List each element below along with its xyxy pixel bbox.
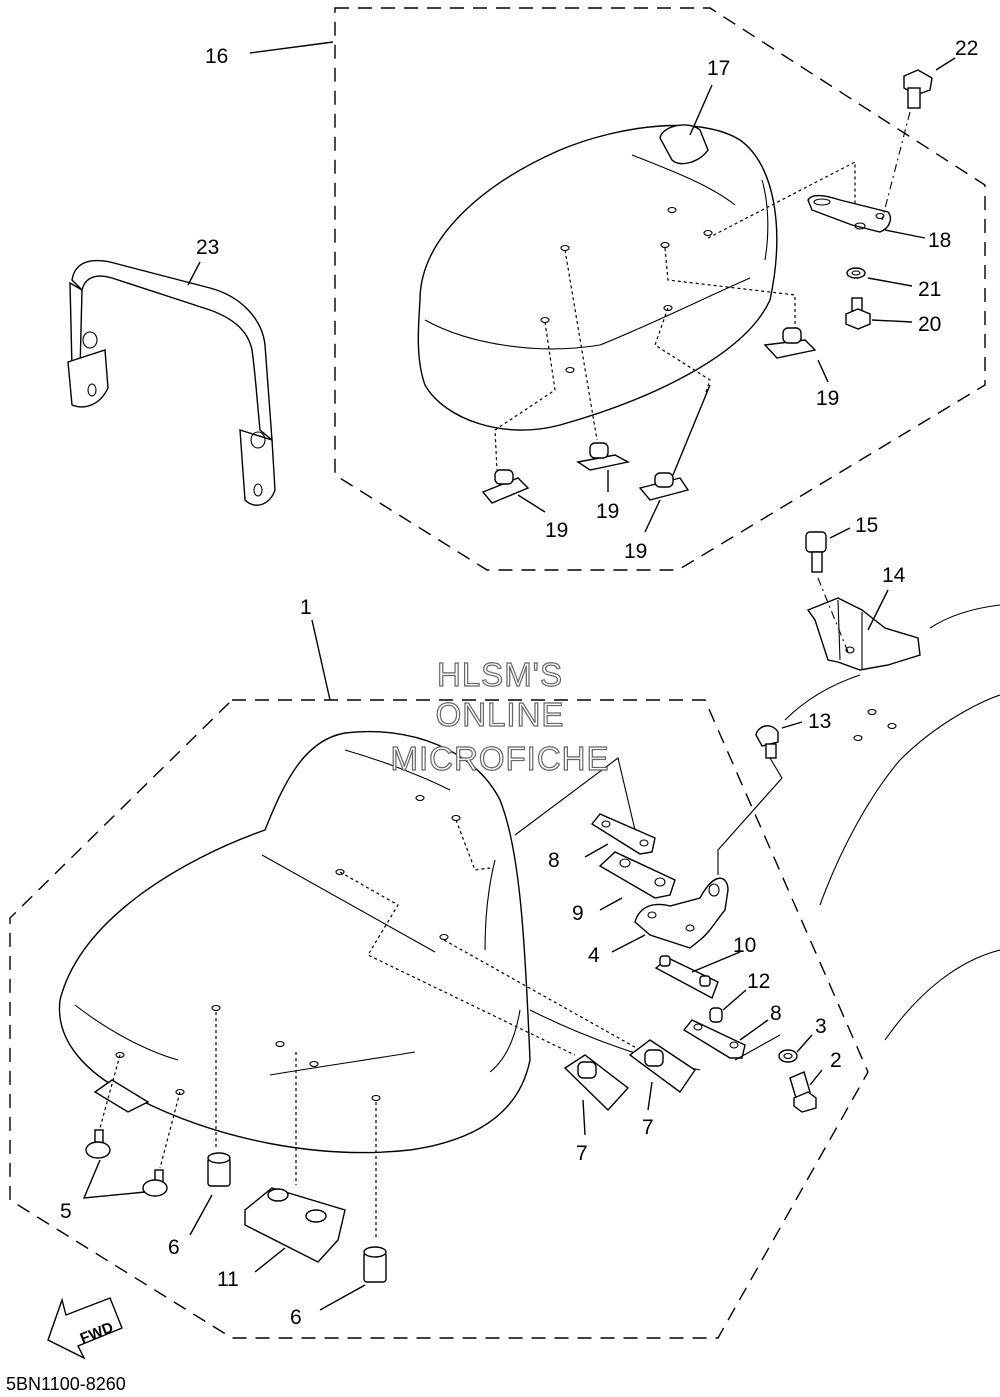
washer-3 bbox=[778, 1049, 798, 1063]
fwd-arrow-icon: FWD bbox=[47, 1297, 123, 1360]
bolt-2 bbox=[789, 1071, 817, 1113]
callout-15: 15 bbox=[855, 514, 878, 537]
callout-6-a: 6 bbox=[168, 1236, 180, 1259]
callout-18: 18 bbox=[928, 229, 951, 252]
callout-7-b: 7 bbox=[642, 1116, 654, 1139]
callout-10: 10 bbox=[733, 934, 756, 957]
assembly-16-boundary bbox=[334, 7, 986, 571]
assembly-1-boundary bbox=[9, 699, 869, 1339]
diagram-code: 5BN1100-8260 bbox=[6, 1374, 126, 1394]
watermark-line-3: MICROFICHE bbox=[391, 740, 610, 777]
damper-7-a bbox=[563, 1054, 630, 1112]
passenger-seat bbox=[417, 124, 778, 431]
callout-3: 3 bbox=[815, 1015, 827, 1038]
callout-14: 14 bbox=[882, 564, 906, 587]
callout-12: 12 bbox=[747, 970, 770, 993]
part-10 bbox=[654, 955, 719, 999]
callout-20: 20 bbox=[918, 313, 941, 336]
bolt-15 bbox=[805, 531, 827, 573]
part-12 bbox=[709, 1007, 723, 1023]
callout-8-lower: 8 bbox=[770, 1002, 782, 1025]
grab-bar-23 bbox=[67, 259, 276, 506]
bracket-14 bbox=[806, 597, 921, 671]
bracket-18 bbox=[807, 194, 892, 233]
callout-16: 16 bbox=[205, 45, 228, 68]
plate-8-lower bbox=[682, 1019, 746, 1059]
callout-8-upper: 8 bbox=[548, 849, 560, 872]
damper-19-d bbox=[763, 327, 817, 359]
damper-19-a bbox=[481, 469, 530, 504]
callout-11: 11 bbox=[217, 1268, 239, 1291]
watermark-line-1: HLSM'S bbox=[437, 656, 563, 693]
callout-21: 21 bbox=[918, 278, 941, 301]
callout-1: 1 bbox=[300, 596, 312, 619]
bolt-20 bbox=[845, 297, 871, 330]
damper-11 bbox=[244, 1187, 346, 1263]
bolt-5-b bbox=[142, 1169, 168, 1197]
bolt-22 bbox=[903, 69, 933, 109]
callout-22: 22 bbox=[955, 37, 978, 60]
bracket-4 bbox=[634, 877, 729, 949]
bracket-front bbox=[93, 1079, 150, 1113]
plate-8-upper bbox=[590, 813, 656, 855]
grommet-6-a bbox=[207, 1152, 231, 1187]
callout-17: 17 bbox=[707, 57, 730, 80]
callout-6-b: 6 bbox=[290, 1306, 302, 1329]
grommet-6-b bbox=[363, 1246, 387, 1283]
callout-19-a: 19 bbox=[545, 519, 568, 542]
plate-9 bbox=[598, 851, 676, 899]
callout-19-c: 19 bbox=[624, 540, 647, 563]
watermark-line-2: ONLINE bbox=[436, 696, 565, 733]
callout-13: 13 bbox=[808, 710, 831, 733]
callout-9: 9 bbox=[572, 902, 584, 925]
rider-seat bbox=[58, 730, 531, 1154]
callout-23: 23 bbox=[196, 236, 219, 259]
bolt-13 bbox=[755, 725, 779, 759]
damper-7-b bbox=[628, 1039, 696, 1093]
callout-5: 5 bbox=[60, 1200, 72, 1223]
damper-19-b bbox=[576, 442, 631, 471]
damper-19-c bbox=[638, 472, 690, 501]
bolt-5-a bbox=[85, 1129, 111, 1159]
callout-7-a: 7 bbox=[576, 1142, 588, 1165]
washer-21 bbox=[846, 267, 866, 279]
callout-19-d: 19 bbox=[816, 387, 839, 410]
callout-4: 4 bbox=[588, 944, 600, 967]
callout-2: 2 bbox=[830, 1049, 842, 1072]
callout-19-b: 19 bbox=[596, 500, 619, 523]
